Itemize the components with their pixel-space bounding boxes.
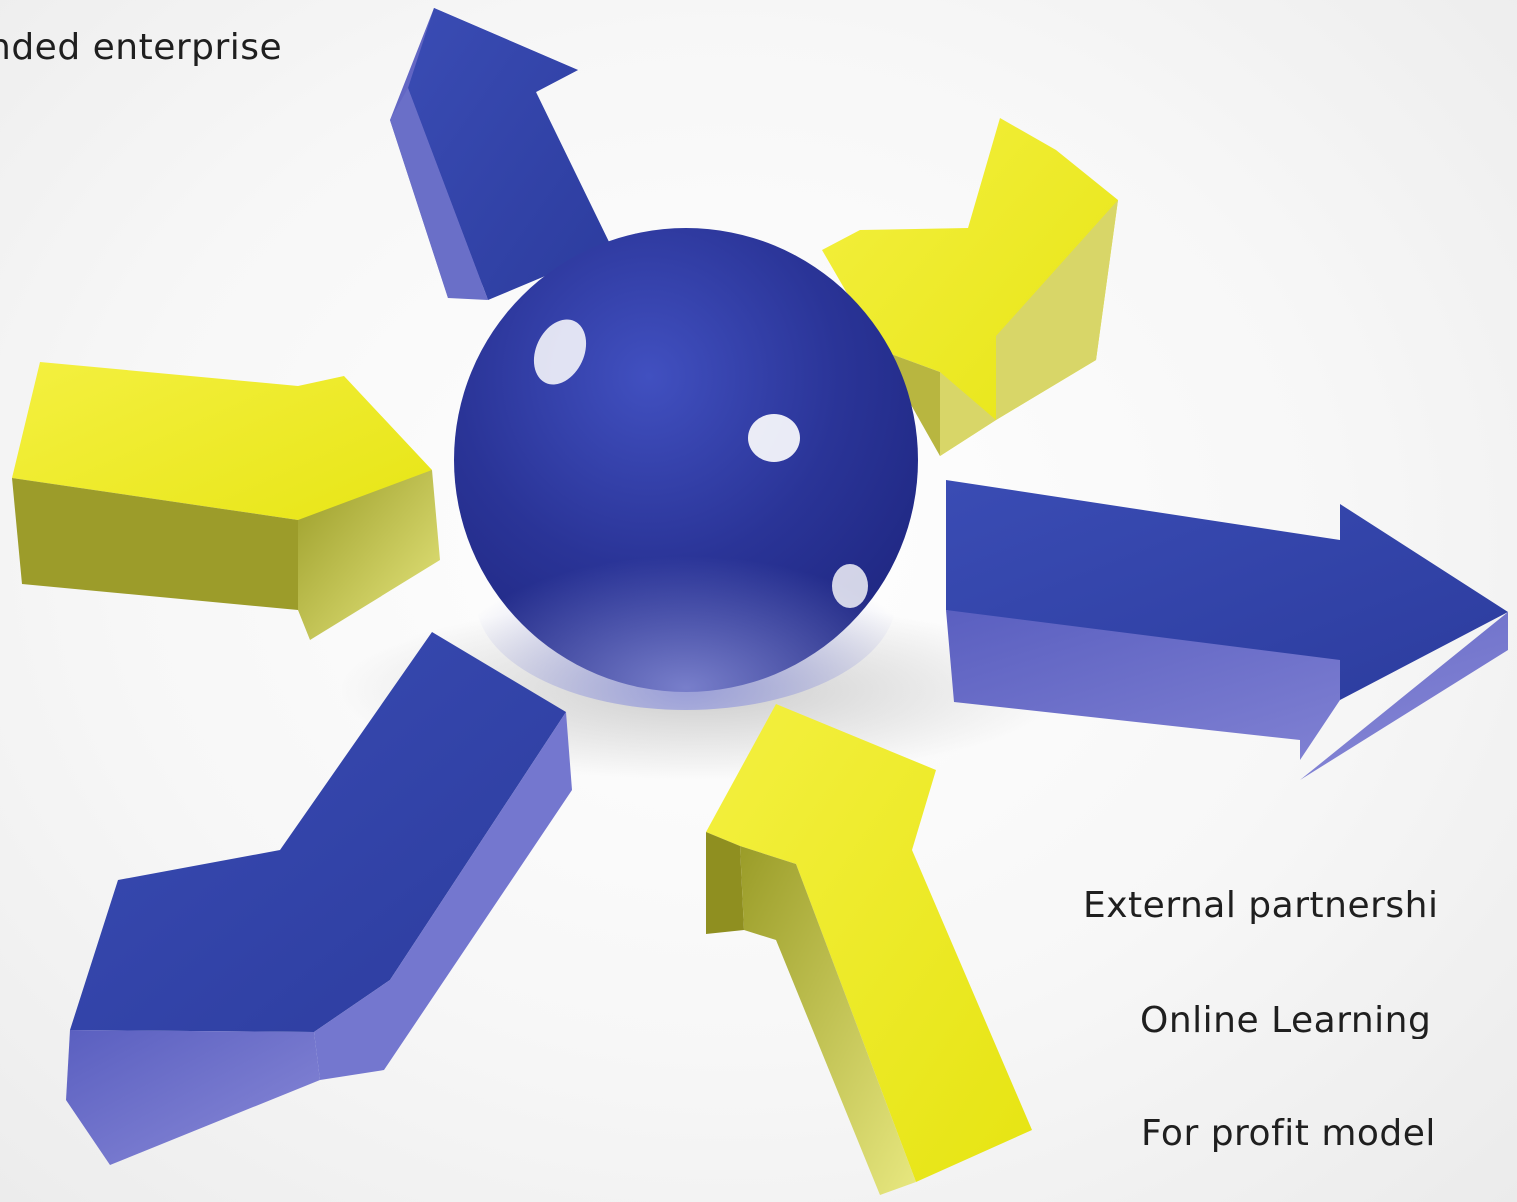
blue-arrow-up [390, 8, 612, 300]
blue-arrow-right [946, 480, 1508, 780]
blue-arrow-down-left [66, 632, 572, 1165]
yellow-arrow-in-bottom [706, 704, 1032, 1195]
label-for-profit-model: For profit model [1141, 1116, 1436, 1152]
label-extended-enterprise: nded enterprise [0, 30, 283, 66]
central-sphere [454, 228, 918, 710]
label-external-partnership: External partnershi [1083, 888, 1439, 924]
label-online-learning: Online Learning [1140, 1003, 1432, 1039]
yellow-arrow-in-left [12, 362, 440, 640]
